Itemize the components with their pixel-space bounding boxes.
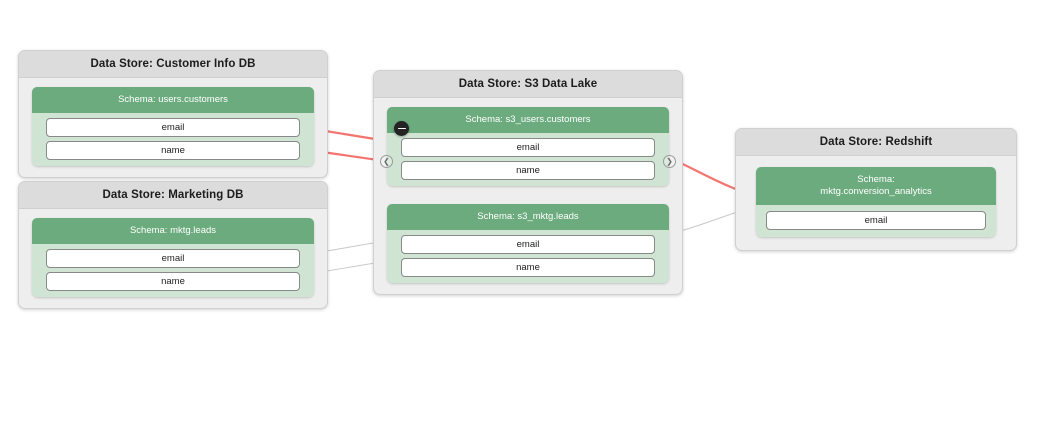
data-store-title: Data Store: Customer Info DB <box>19 51 327 78</box>
data-store-title: Data Store: S3 Data Lake <box>374 71 682 98</box>
chevron-right-icon[interactable]: ❯ <box>663 155 676 168</box>
data-store-title: Data Store: Redshift <box>736 129 1016 156</box>
schema-label-line1: Schema: <box>857 174 895 185</box>
data-store-node-customer-info-db[interactable]: Data Store: Customer Info DB Schema: use… <box>18 50 328 178</box>
data-store-node-s3-data-lake[interactable]: Data Store: S3 Data Lake ❮ ❯ Schema: s3_… <box>373 70 683 295</box>
schema-node-s3-mktg-leads[interactable]: Schema: s3_mktg.leads email name <box>387 203 669 283</box>
schema-node-mktg-leads[interactable]: Schema: mktg.leads email name <box>32 218 314 297</box>
field-email[interactable]: email <box>401 234 655 254</box>
field-name[interactable]: name <box>401 257 655 277</box>
schema-label-line2: mktg.conversion_analytics <box>820 185 932 197</box>
schema-node-s3-users-customers[interactable]: ❮ ❯ Schema: s3_users.customers email nam… <box>380 107 676 186</box>
chevron-left-icon[interactable]: ❮ <box>380 155 393 168</box>
field-name[interactable]: name <box>46 271 300 291</box>
field-email[interactable]: email <box>46 248 300 268</box>
data-store-node-marketing-db[interactable]: Data Store: Marketing DB Schema: mktg.le… <box>18 181 328 309</box>
field-email[interactable]: email <box>766 210 986 230</box>
data-store-node-redshift[interactable]: Data Store: Redshift Schema: mktg.conver… <box>735 128 1017 251</box>
schema-node-users-customers[interactable]: Schema: users.customers email name <box>32 87 314 166</box>
field-name[interactable]: name <box>46 140 300 160</box>
schema-field-list: email name <box>32 243 314 297</box>
schema-label: Schema: mktg.leads <box>32 218 314 244</box>
schema-field-list: email name <box>32 112 314 166</box>
data-store-title: Data Store: Marketing DB <box>19 182 327 209</box>
schema-field-list: email name <box>387 229 669 283</box>
schema-field-list: email <box>756 204 996 237</box>
data-store-body: ❮ ❯ Schema: s3_users.customers email nam… <box>374 98 682 294</box>
schema-label: Schema: users.customers <box>32 87 314 113</box>
schema-label: Schema: s3_mktg.leads <box>387 203 669 230</box>
schema-node-mktg-conversion-analytics[interactable]: Schema: mktg.conversion_analytics email <box>756 167 996 237</box>
data-store-body: Schema: mktg.leads email name <box>19 209 327 308</box>
minus-circle-icon[interactable] <box>394 121 409 136</box>
field-name[interactable]: name <box>401 160 655 180</box>
schema-label: Schema: mktg.conversion_analytics <box>756 167 996 205</box>
data-store-body: Schema: mktg.conversion_analytics email <box>736 156 1016 250</box>
schema-field-list: email name <box>387 132 669 186</box>
schema-label: Schema: s3_users.customers <box>387 107 669 133</box>
field-email[interactable]: email <box>46 117 300 137</box>
data-store-body: Schema: users.customers email name <box>19 78 327 177</box>
field-email[interactable]: email <box>401 137 655 157</box>
